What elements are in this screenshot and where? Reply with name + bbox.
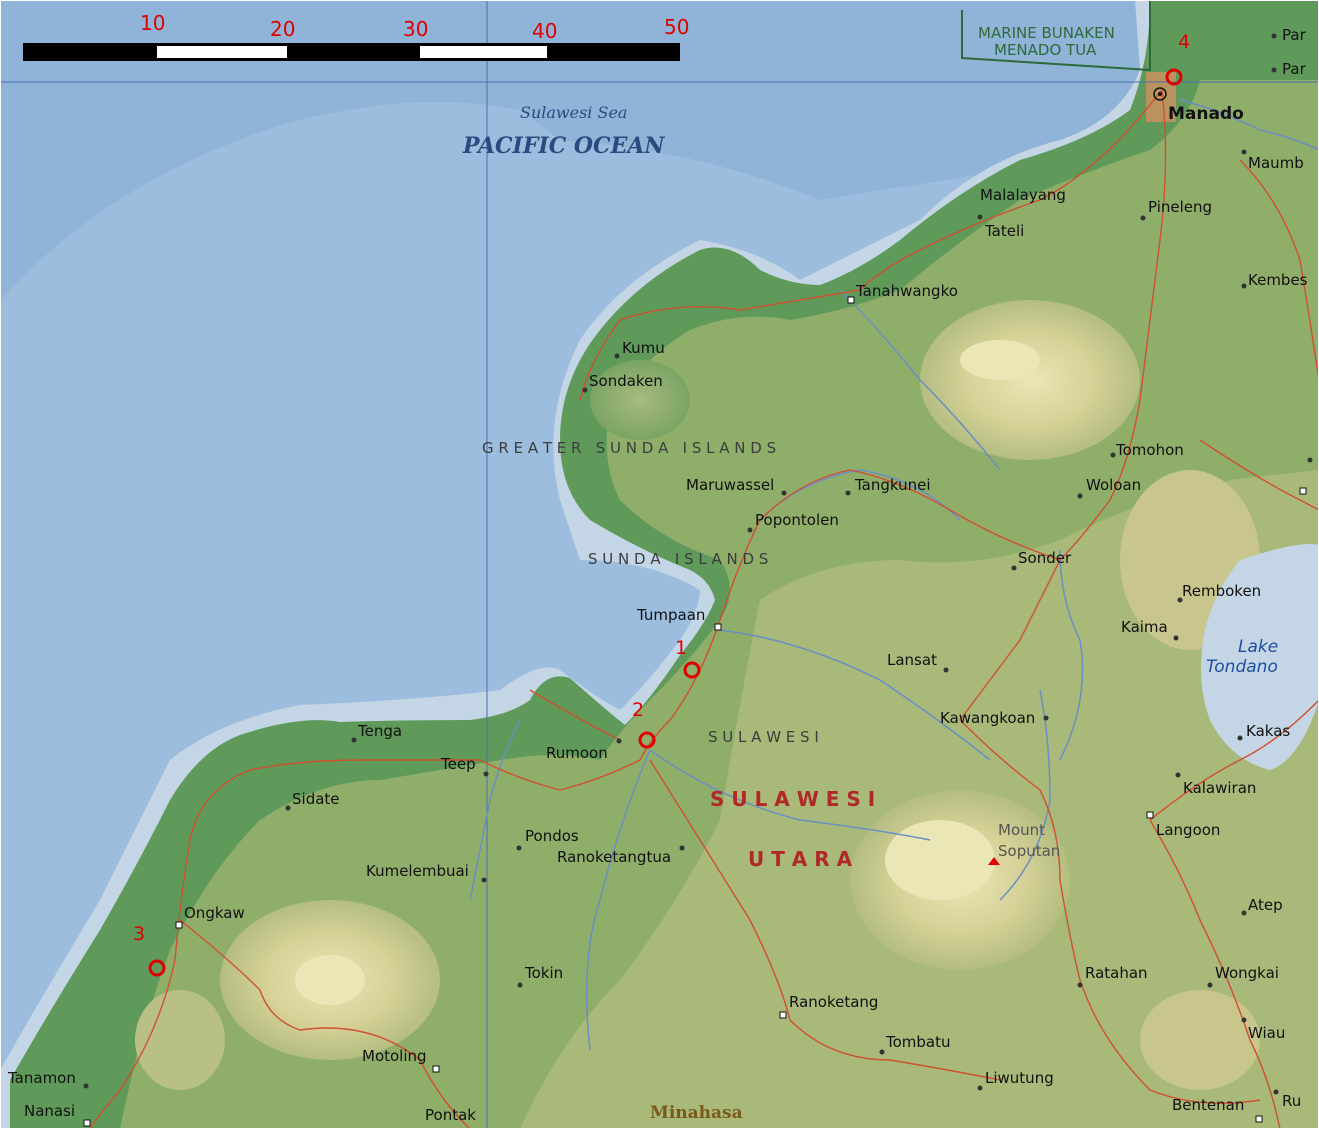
sea-label: Sulawesi Sea <box>520 103 627 122</box>
place-kembes[interactable]: Kembes <box>1248 271 1308 289</box>
place-woloan[interactable]: Woloan <box>1086 476 1141 494</box>
marine-park-label-line2: MENADO TUA <box>994 41 1097 59</box>
marine-park-label-line1: MARINE BUNAKEN <box>978 24 1115 42</box>
place-bentenan[interactable]: Bentenan <box>1172 1096 1244 1114</box>
place-kakas[interactable]: Kakas <box>1246 722 1290 740</box>
district-label: Minahasa <box>650 1103 743 1123</box>
lake-label-line2: Tondano <box>1206 657 1278 677</box>
mountain-label-line1: Mount <box>998 821 1045 839</box>
place-ratahan[interactable]: Ratahan <box>1085 964 1148 982</box>
mountain-peak-icon <box>988 857 1000 865</box>
place-pondos[interactable]: Pondos <box>525 827 579 845</box>
place-ranoketang[interactable]: Ranoketang <box>789 993 878 1011</box>
place-tangkunei[interactable]: Tangkunei <box>854 476 931 494</box>
marker-4-label: 4 <box>1178 31 1190 53</box>
place-kalawiran[interactable]: Kalawiran <box>1183 779 1256 797</box>
place-atep[interactable]: Atep <box>1248 896 1283 914</box>
scale-tick-20: 20 <box>270 17 295 41</box>
place-sidate[interactable]: Sidate <box>292 790 340 808</box>
place-ongkaw[interactable]: Ongkaw <box>184 904 245 922</box>
place-wiau[interactable]: Wiau <box>1248 1024 1285 1042</box>
place-popontolen[interactable]: Popontolen <box>755 511 839 529</box>
marine-park-boundary <box>961 0 1151 72</box>
rivers <box>469 99 1319 1051</box>
manado-urban-area <box>1146 72 1176 122</box>
place-tanahwangko[interactable]: Tanahwangko <box>855 282 958 300</box>
place-liwutung[interactable]: Liwutung <box>985 1069 1054 1087</box>
place-teep[interactable]: Teep <box>440 755 476 773</box>
mountain-label-line2: Soputan <box>998 842 1060 860</box>
place-ru[interactable]: Ru <box>1282 1092 1301 1110</box>
highland-north <box>920 300 1140 460</box>
place-par-2[interactable]: Par <box>1282 60 1307 78</box>
place-malalayang[interactable]: Malalayang <box>980 186 1066 204</box>
scale-tick-30: 30 <box>403 17 428 41</box>
place-tanamon[interactable]: Tanamon <box>7 1069 76 1087</box>
marker-4-icon[interactable] <box>1165 68 1183 86</box>
place-remboken[interactable]: Remboken <box>1182 582 1261 600</box>
roads <box>89 89 1319 1129</box>
place-kaima[interactable]: Kaima <box>1121 618 1168 636</box>
place-tomohon[interactable]: Tomohon <box>1115 441 1184 459</box>
place-maruwassel[interactable]: Maruwassel <box>686 476 774 494</box>
marker-3-label: 3 <box>133 923 145 945</box>
place-kawangkoan[interactable]: Kawangkoan <box>940 709 1035 727</box>
place-tombatu[interactable]: Tombatu <box>885 1033 951 1051</box>
marker-1-label: 1 <box>675 637 687 659</box>
marker-2-label: 2 <box>632 699 644 721</box>
place-maumb[interactable]: Maumb <box>1248 154 1304 172</box>
place-sondaken[interactable]: Sondaken <box>589 372 663 390</box>
place-tateli[interactable]: Tateli <box>984 222 1024 240</box>
place-kumu[interactable]: Kumu <box>622 339 665 357</box>
scale-bar: 10 20 30 40 50 <box>23 11 689 61</box>
lake-label-line1: Lake <box>1238 637 1278 657</box>
place-langoon[interactable]: Langoon <box>1156 821 1220 839</box>
marker-3-icon[interactable] <box>148 959 166 977</box>
region-label-sulawesi: S U L A W E S I <box>708 728 819 746</box>
scale-tick-10: 10 <box>140 11 165 35</box>
province-label-line2: U T A R A <box>748 847 853 871</box>
place-kumelembuai[interactable]: Kumelembuai <box>366 862 469 880</box>
place-lansat[interactable]: Lansat <box>887 651 937 669</box>
capital-icon <box>1153 87 1167 101</box>
scale-tick-50: 50 <box>664 15 689 39</box>
place-sonder[interactable]: Sonder <box>1018 549 1072 567</box>
place-par-1[interactable]: Par <box>1282 26 1307 44</box>
marker-1-icon[interactable] <box>683 661 701 679</box>
scale-bar-frame <box>23 43 680 61</box>
lake-tondano[interactable] <box>1201 544 1319 770</box>
province-label-line1: S U L A W E S I <box>710 787 875 811</box>
place-wongkai[interactable]: Wongkai <box>1215 964 1279 982</box>
place-nanasi[interactable]: Nanasi <box>24 1102 75 1120</box>
region-label-greater-sunda: G R E A T E R S U N D A I S L A N D S <box>482 439 776 457</box>
markers: 1 2 3 4 <box>133 31 1190 977</box>
place-tumpaan[interactable]: Tumpaan <box>636 606 705 624</box>
ocean-label: PACIFIC OCEAN <box>462 133 665 159</box>
place-tokin[interactable]: Tokin <box>524 964 563 982</box>
place-rumoon[interactable]: Rumoon <box>546 744 608 762</box>
place-pineleng[interactable]: Pineleng <box>1148 198 1212 216</box>
places: Malalayang Tateli Pineleng Maumb Kembes … <box>7 26 1313 1127</box>
marker-2-icon[interactable] <box>638 731 656 749</box>
place-manado[interactable]: Manado <box>1168 104 1244 124</box>
scale-tick-40: 40 <box>532 19 557 43</box>
region-label-sunda: S U N D A I S L A N D S <box>588 550 768 568</box>
place-pontak[interactable]: Pontak <box>425 1106 476 1124</box>
place-motoling[interactable]: Motoling <box>362 1047 427 1065</box>
place-ranoketangtua[interactable]: Ranoketangtua <box>557 848 671 866</box>
place-tenga[interactable]: Tenga <box>357 722 402 740</box>
